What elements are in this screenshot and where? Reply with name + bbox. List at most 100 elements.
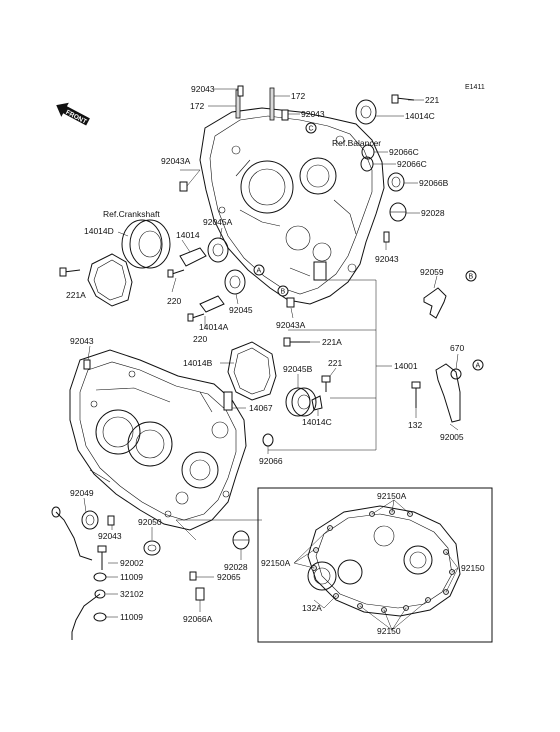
dowel-pin-92043-right [281,109,289,121]
label-92043a-mid: 92043A [276,320,306,330]
ref-balancer: Ref.Balancer [332,138,381,148]
label-92066: 92066 [259,456,283,466]
svg-text:C: C [309,126,314,133]
screw-220-2 [187,313,205,322]
plate-14014c-mid [311,395,323,411]
dowel-pin-92043-left [83,359,91,370]
diagram-code: E1411 [465,84,485,91]
svg-text:A: A [257,268,262,275]
label-92150-bottom: 92150 [377,626,401,636]
label-221a-mid: 221A [322,337,342,347]
oil-seal-92050 [143,540,161,556]
dowel-pin-92043-top [237,85,244,97]
label-92043a-top: 92043A [161,156,191,166]
svg-text:B: B [281,289,286,296]
svg-text:A: A [476,363,481,370]
plate-14014 [179,247,207,267]
leader-lines [83,88,459,631]
gasket-14014d [87,253,133,307]
label-92045: 92045 [229,305,253,315]
label-14067: 14067 [249,403,273,413]
label-132: 132 [408,420,422,430]
breather-fitting-92059 [423,287,447,319]
bearing-92028-lower [232,530,250,550]
label-92043-right-top: 92043 [301,109,325,119]
front-arrow-icon: FRONT [56,102,90,126]
lever-92005 [435,363,461,423]
label-92028-right: 92028 [421,208,445,218]
oil-seal-92049-side [81,510,99,530]
bolt-132 [411,381,421,408]
callout-a-right: A [472,359,484,371]
callout-b-right: B [465,270,477,282]
bearing-92045b [285,387,317,417]
label-11009-2: 11009 [120,612,143,622]
label-92066a: 92066A [183,614,213,624]
drain-plug-92066a [195,587,205,601]
label-92045b: 92045B [283,364,313,374]
screw-220-1 [167,269,185,278]
gasket-11009-2 [93,612,107,622]
plug-92065 [189,571,197,581]
dowel-pin-92043-lower [107,515,115,526]
label-92045a: 92045A [203,217,233,227]
oil-hose-92049 [51,506,93,561]
oil-seal-92066b [387,172,405,192]
label-92066c-1: 92066C [389,147,419,157]
bearing-14014c-top [355,99,377,125]
dowel-pin-92043a-mid [286,297,295,308]
label-221-top: 221 [425,95,439,105]
label-221-mid: 221 [328,358,342,368]
label-32102: 32102 [120,589,144,599]
bolt-221-top [391,94,415,104]
label-92043-left: 92043 [70,336,94,346]
dowel-pin-92043a-top [179,181,188,192]
label-14014c-top: 14014C [405,111,435,121]
bolt-92002 [97,545,107,570]
stud-172-right [269,87,275,121]
callout-b-upper: B [277,285,289,297]
pipe-14067 [223,391,233,411]
label-172-right: 172 [291,91,305,101]
label-92065: 92065 [217,572,241,582]
bearing-92028-right [389,202,407,222]
plate-14014a [199,295,225,313]
gasket-14014b [227,341,277,401]
label-92066b: 92066B [419,178,449,188]
crankshaft-bearing [121,219,171,269]
left-crankcase-half [69,349,247,531]
label-92050: 92050 [138,517,162,527]
bolt-221a-mid [283,337,310,347]
label-14001: 14001 [394,361,418,371]
gasket-11009-1 [93,572,107,582]
dowel-pin-92043-mid-right [383,231,390,243]
label-92002: 92002 [120,558,144,568]
label-221a-left: 221A [66,290,86,300]
oil-seal-92066 [262,433,274,447]
label-14014: 14014 [176,230,200,240]
bearing-92045 [224,269,246,295]
label-92028-lower: 92028 [224,562,248,572]
callout-a-upper: A [253,264,265,276]
label-220-2: 220 [193,334,207,344]
label-11009-1: 11009 [120,572,143,582]
label-14014c-mid: 14014C [302,417,332,427]
callout-c-upper: C [305,122,317,134]
oil-pipe-32102 [71,589,106,640]
label-92150a-left: 92150A [261,558,291,568]
label-670: 670 [450,343,464,353]
ref-crankshaft: Ref.Crankshaft [103,209,160,219]
bolt-221a-left [59,267,81,277]
label-92005: 92005 [440,432,464,442]
label-92150-right: 92150 [461,563,485,573]
label-172-left: 172 [190,101,204,111]
label-92043-top: 92043 [191,84,215,94]
label-92150a-top: 92150A [377,491,407,501]
label-14014a: 14014A [199,322,229,332]
label-92066c-2: 92066C [397,159,427,169]
label-92043-lower: 92043 [98,531,122,541]
label-92043-mid-right: 92043 [375,254,399,264]
label-92059: 92059 [420,267,444,277]
label-92049: 92049 [70,488,94,498]
